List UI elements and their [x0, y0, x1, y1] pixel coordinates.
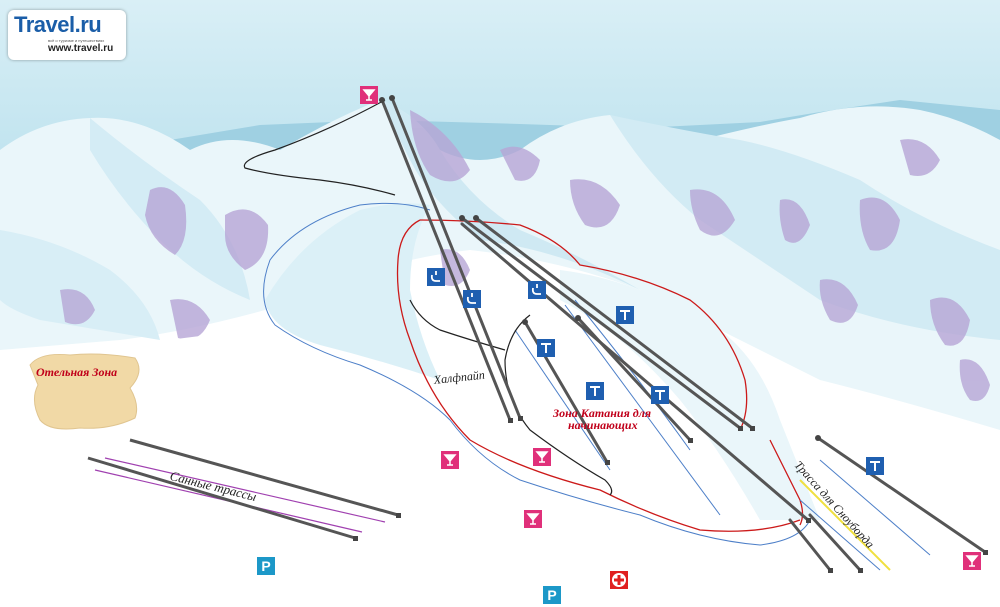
logo-brand: Travel.ru	[14, 12, 102, 37]
tbar-lift-icon	[537, 339, 555, 357]
bar-icon	[524, 510, 542, 528]
bar-icon	[533, 448, 551, 466]
first-aid-icon	[610, 571, 628, 589]
svg-text:P: P	[547, 587, 556, 603]
chair-lift-icon	[463, 290, 481, 308]
hotel-zone-area	[29, 353, 140, 430]
svg-text:P: P	[261, 558, 270, 574]
beginner-zone-label-line1: Зона Катания для	[553, 406, 652, 420]
snowboard-yellow-line	[799, 479, 891, 571]
beginner-zone-label-line2: начинающих	[568, 418, 638, 432]
parking-icon: P	[543, 586, 561, 604]
bar-icon	[441, 451, 459, 469]
chair-lift-icon	[427, 268, 445, 286]
parking-icon: P	[257, 557, 275, 575]
hotel-zone-label: Отельная Зона	[36, 365, 118, 379]
chair-lift-icon	[528, 281, 546, 299]
lift-stations	[353, 95, 988, 573]
tbar-lift-icon	[616, 306, 634, 324]
sled-lifts	[87, 438, 399, 540]
black-pistes	[243, 99, 613, 496]
bar-icon	[963, 552, 981, 570]
travel-ru-logo[interactable]: Travel.ru всё о туризме и путешествиях w…	[8, 10, 126, 60]
bar-icon	[360, 86, 378, 104]
red-piste-boundaries	[396, 219, 804, 532]
logo-url: www.travel.ru	[48, 43, 114, 54]
tbar-lift-icon	[866, 457, 884, 475]
slope-shadow	[265, 203, 440, 380]
tbar-lift-icon	[586, 382, 604, 400]
blue-piste-boundaries	[263, 202, 931, 571]
tbar-lift-icon	[651, 386, 669, 404]
logo-tagline: всё о туризме и путешествиях	[48, 38, 105, 43]
